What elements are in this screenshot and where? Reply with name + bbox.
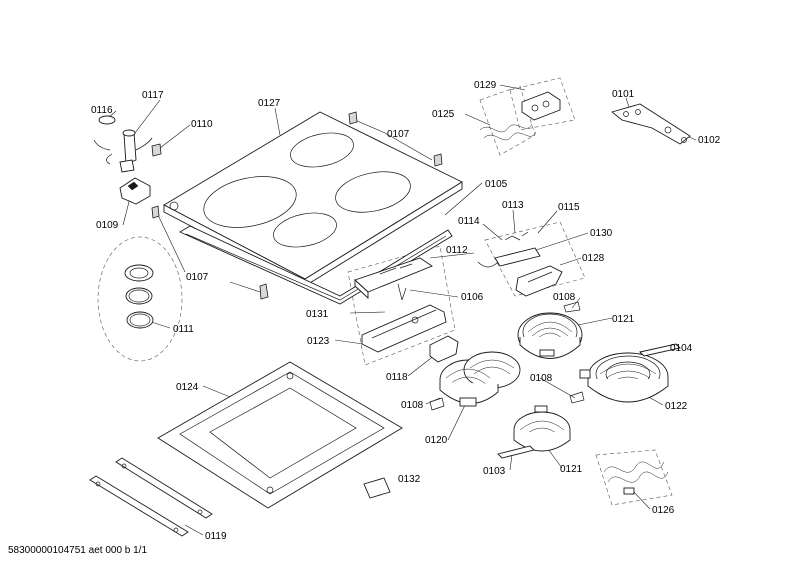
part-label-0108-b: 0108 <box>530 373 553 384</box>
part-label-0108-a: 0108 <box>553 292 576 303</box>
bracket <box>119 177 151 205</box>
top-right-bracket <box>611 103 691 145</box>
part-label-0119: 0119 <box>205 531 227 542</box>
sensor-parts <box>477 231 563 297</box>
part-label-0123: 0123 <box>307 336 330 347</box>
wiring-harness-bottom <box>603 461 669 495</box>
frame-strip <box>179 225 453 305</box>
part-label-0105: 0105 <box>485 179 508 190</box>
radiant-heater-large <box>579 352 669 403</box>
gasket-rings <box>124 264 154 329</box>
part-label-0110: 0110 <box>191 119 213 130</box>
part-label-0106: 0106 <box>461 292 484 303</box>
gasket-group-outline <box>97 236 183 362</box>
burner-marking <box>290 132 354 168</box>
part-label-0103: 0103 <box>483 466 506 477</box>
part-label-0124: 0124 <box>176 382 199 393</box>
part-label-0101: 0101 <box>612 89 635 100</box>
small-clip <box>151 143 162 157</box>
part-label-0113: 0113 <box>502 200 524 211</box>
radiant-heater-small <box>513 405 571 452</box>
part-label-0112: 0112 <box>446 245 468 256</box>
part-label-0102: 0102 <box>698 135 721 146</box>
small-part-outline <box>479 85 536 156</box>
terminal-block <box>429 335 459 363</box>
heater-brackets <box>497 343 681 459</box>
sensor-outline <box>484 221 586 297</box>
part-label-0132: 0132 <box>398 474 421 485</box>
burner-marking <box>203 176 297 228</box>
burner-marking <box>335 171 411 213</box>
part-label-0115: 0115 <box>558 202 580 213</box>
part-label-0116: 0116 <box>91 105 113 116</box>
base-tray <box>157 361 403 509</box>
left-small-parts <box>93 115 162 205</box>
glass-ceramic-top <box>163 111 463 287</box>
sensor-module <box>515 265 563 297</box>
part-label-0109: 0109 <box>96 220 119 231</box>
part-label-0114: 0114 <box>458 216 480 227</box>
part-label-0111: 0111 <box>173 324 194 335</box>
part-label-0104: 0104 <box>670 343 693 354</box>
part-label-0121-a: 0121 <box>612 314 635 325</box>
control-housing <box>354 257 459 363</box>
mounting-rails <box>89 457 213 537</box>
temperature-limiter <box>123 131 137 165</box>
part-label-0107-bottom: 0107 <box>186 272 209 283</box>
part-label-0127: 0127 <box>258 98 281 109</box>
part-label-0130: 0130 <box>590 228 613 239</box>
wiring-harness-top <box>479 91 561 141</box>
part-label-0122: 0122 <box>665 401 688 412</box>
housing-tray <box>361 304 447 353</box>
part-label-0128: 0128 <box>582 253 605 264</box>
part-label-0125: 0125 <box>432 109 455 120</box>
part-label-0118: 0118 <box>386 372 408 383</box>
mounting-clip <box>151 111 443 300</box>
document-reference: 58300000104751 aet 000 b 1/1 <box>8 545 148 556</box>
part-label-0108-c: 0108 <box>401 400 424 411</box>
label-sticker <box>363 477 391 499</box>
washer <box>98 115 116 125</box>
radiant-heater <box>517 312 583 359</box>
terminal-connector <box>521 91 561 121</box>
part-label-0121-b: 0121 <box>560 464 583 475</box>
part-label-0107-top: 0107 <box>387 129 410 140</box>
part-label-0117: 0117 <box>142 90 164 101</box>
part-label-0129: 0129 <box>474 80 497 91</box>
dual-radiant-heater <box>439 351 521 407</box>
part-label-0131: 0131 <box>306 309 329 320</box>
spring-clip <box>429 301 585 411</box>
part-labels: 0101 0102 0103 0104 0105 0106 0107 0107 … <box>91 80 721 542</box>
part-label-0120: 0120 <box>425 435 448 446</box>
burner-marking <box>273 212 337 248</box>
part-label-0126: 0126 <box>652 505 675 516</box>
holder-outline <box>595 449 673 506</box>
